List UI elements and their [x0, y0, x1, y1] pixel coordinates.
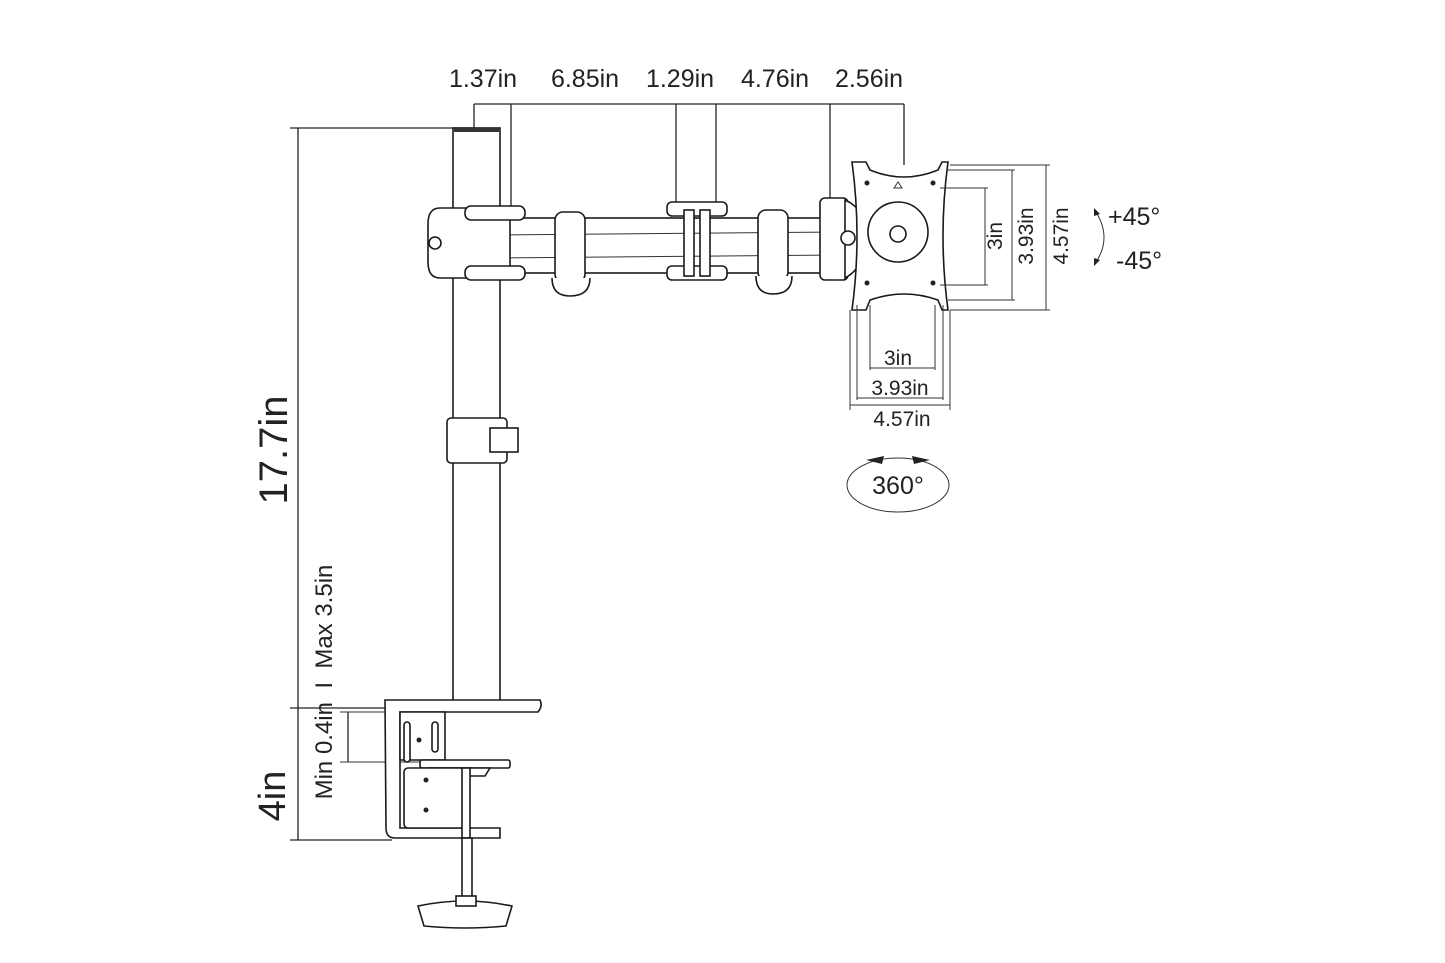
rotation-ellipse — [846, 457, 950, 513]
vesa-h-393in: 3.93in — [871, 377, 928, 400]
dim-label-3: 1.29in — [646, 65, 714, 93]
vesa-h-3in: 3in — [884, 347, 912, 370]
clamp-depth-label: 4in — [252, 771, 294, 822]
tilt-down-label: -45° — [1116, 247, 1162, 275]
dim-label-5: 2.56in — [835, 65, 903, 93]
arm — [427, 197, 867, 297]
vesa-h-457in: 4.57in — [873, 408, 930, 431]
vesa-v-393in: 3.93in — [1015, 207, 1038, 264]
vesa-v-457in: 4.57in — [1050, 207, 1073, 264]
tilt-up-label: +45° — [1108, 203, 1160, 231]
vesa-v-3in: 3in — [984, 222, 1007, 250]
dim-label-4: 4.76in — [741, 65, 809, 93]
vesa-plate — [851, 161, 949, 311]
height-label: 17.7in — [252, 396, 296, 505]
tilt-arrow-icon — [1095, 211, 1105, 263]
dim-label-1: 1.37in — [449, 65, 517, 93]
rotation-arrows-icon — [866, 456, 930, 464]
dim-label-2: 6.85in — [551, 65, 619, 93]
rotation-label: 360° — [872, 472, 924, 500]
tilt-arrowheads-icon — [1094, 208, 1100, 266]
vesa-horizontal-dims — [849, 305, 951, 410]
clamp-range-label: Min 0.4in I Max 3.5in — [311, 565, 338, 800]
vesa-vertical-dims — [940, 164, 1050, 311]
desk-clamp — [384, 699, 542, 929]
top-dimension-line — [473, 103, 905, 208]
